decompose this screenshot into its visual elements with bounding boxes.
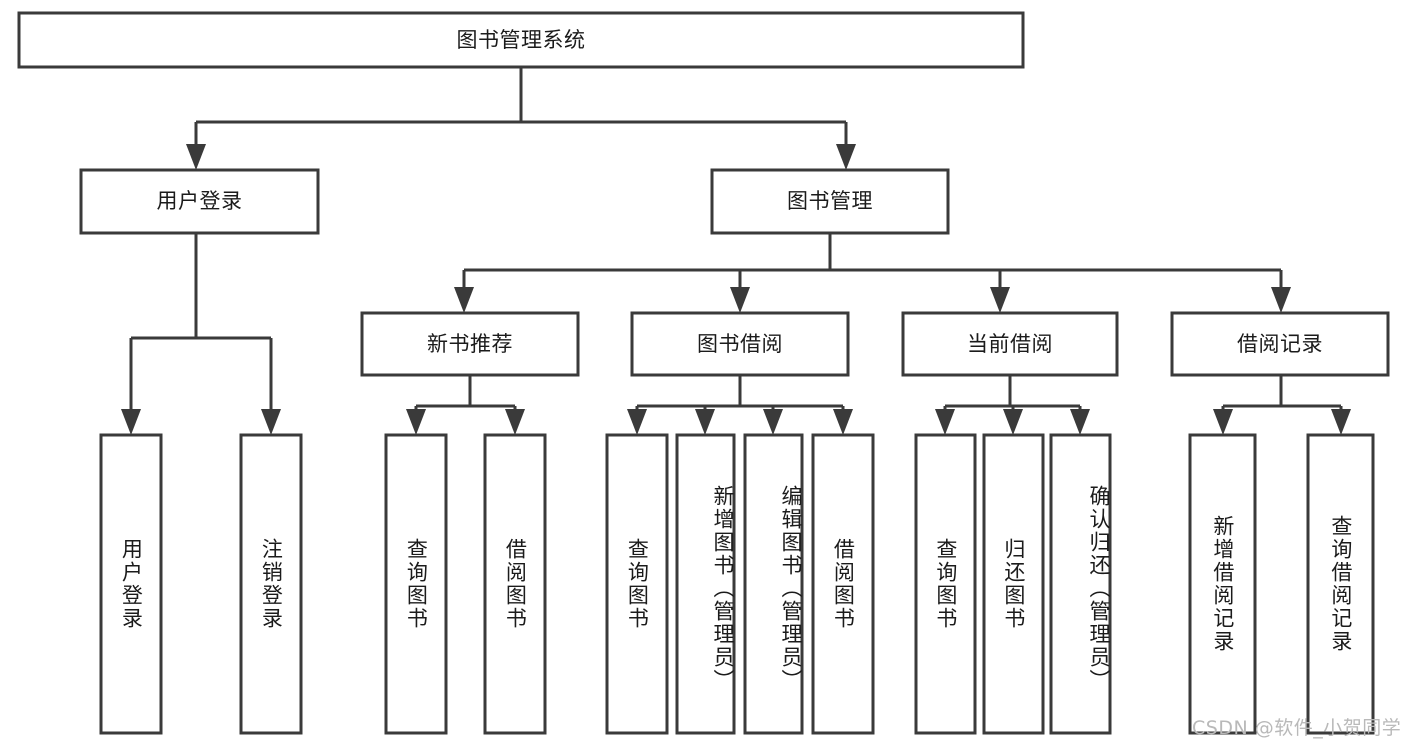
node-box-leaf-edit-book[interactable] [743,433,804,735]
node-box-root[interactable] [17,11,1025,69]
connector-borrowrecord-to-leaves [1213,375,1351,435]
node-box-leaf-add-book[interactable] [675,433,736,735]
node-box-leaf-add-record[interactable] [1188,433,1257,735]
node-box-leaf-query-book-2[interactable] [605,433,669,735]
node-box-book-manage[interactable] [710,168,950,235]
connector-newbook-to-leaves [406,375,525,435]
watermark-text: CSDN @软件_小贺同学 [1192,717,1402,739]
node-box-leaf-user-login[interactable] [99,433,163,735]
connector-userlogin-to-leaves [121,233,281,435]
connector-currentborrow-to-leaves [935,375,1090,435]
node-box-leaf-borrow-book-2[interactable] [811,433,875,735]
connector-bookborrow-to-leaves [627,375,853,435]
node-box-new-book-recommend[interactable] [360,311,580,377]
node-box-current-borrow[interactable] [901,311,1119,377]
connector-bookmanage-to-level3 [454,233,1291,313]
connector-root-to-level2 [186,67,856,170]
node-box-leaf-query-book-3[interactable] [914,433,977,735]
node-box-leaf-query-book-1[interactable] [384,433,448,735]
node-box-leaf-confirm-return[interactable] [1049,433,1112,735]
node-box-user-login[interactable] [79,168,320,235]
node-box-leaf-logout-login[interactable] [239,433,303,735]
node-box-leaf-borrow-book-1[interactable] [483,433,547,735]
node-box-borrow-record[interactable] [1170,311,1390,377]
node-box-book-borrow[interactable] [630,311,850,377]
node-box-leaf-query-record[interactable] [1306,433,1375,735]
node-box-leaf-return-book[interactable] [982,433,1045,735]
